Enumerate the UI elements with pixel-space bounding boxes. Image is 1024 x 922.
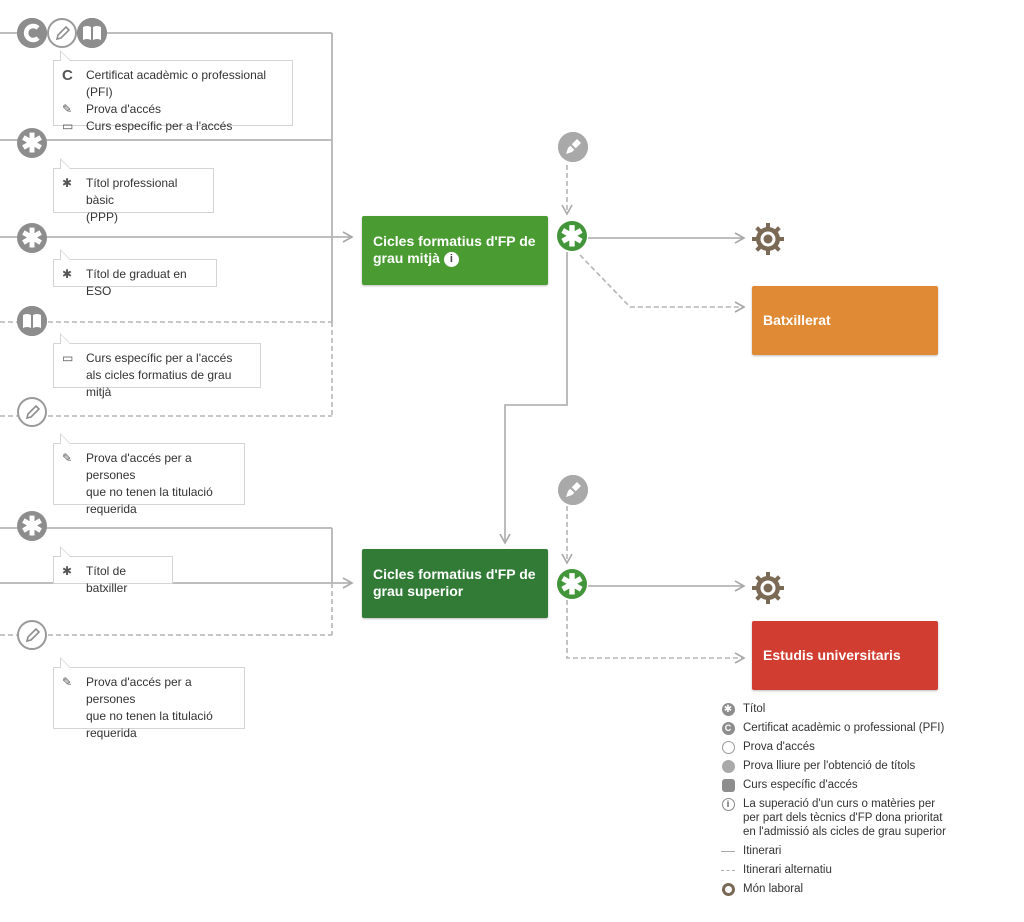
star-icon: ✱ [721,702,735,716]
free-test-icon [721,759,735,773]
node-label: Estudis universitaris [763,647,901,663]
pencil-icon [17,397,47,427]
pencil-icon [47,18,77,48]
callout-access-test-superior: ✎ Prova d'accés per a persones que no ten… [53,657,245,740]
legend-label: Món laboral [743,883,804,895]
legend-item: Itinerari alternatiu [720,863,946,877]
legend-info-text: La superació d'un curs o matèries per pe… [743,797,946,839]
legend-label: Itinerari alternatiu [743,864,832,876]
callout-text: Títol professional bàsic [86,176,178,207]
book-icon: ▭ [62,351,74,365]
callout-eso-title: ✱ Títol de graduat en ESO [53,249,217,298]
legend-item: Itinerari [720,844,946,858]
dashed-line-icon [721,869,735,871]
legend-item: C Certificat acadèmic o professional (PF… [720,721,946,735]
callout-text: Certificat acadèmic o professional (PFI) [86,68,267,99]
node-estudis-universitaris[interactable]: Estudis universitaris [752,621,938,690]
callout-text: requerida [86,726,137,740]
callout-text: (PPP) [86,210,119,224]
callout-access-options: C Certificat acadèmic o professional (PFI… [53,50,293,133]
legend-label: per part dels tècnics d'FP dona priorita… [743,812,943,824]
title-star-icon: ✱ [17,223,47,253]
node-label: Cicles formatius d'FP de [373,233,536,249]
legend-label: Prova d'accés [743,741,815,753]
callout-text: Títol de graduat en ESO [86,267,187,298]
title-star-icon: ✱ [17,511,47,541]
node-grau-superior[interactable]: Cicles formatius d'FP de grau superior [362,549,548,618]
legend-label: en l'admissió als cicles de grau superio… [743,826,946,838]
callout-text: Prova d'accés per a persones [86,675,192,706]
book-icon: ▭ [62,119,74,133]
legend-label: Prova lliure per l'obtenció de títols [743,760,916,772]
legend: ✱ Títol C Certificat acadèmic o professi… [720,702,946,901]
star-icon: ✱ [62,176,73,190]
legend-item: i La superació d'un curs o matèries per … [720,797,946,839]
callout-text: Títol de batxiller [86,564,128,595]
star-icon: ✱ [62,267,73,281]
certificate-icon [17,18,47,48]
callout-text: Prova d'accés per a persones [86,451,192,482]
info-icon: i [721,797,735,811]
pencil-icon [17,620,47,650]
pencil-icon: ✎ [62,675,73,689]
certificate-icon: C [62,67,73,84]
callout-basic-title: ✱ Títol professional bàsic (PPP) [53,158,214,224]
legend-item: Món laboral [720,882,946,896]
free-test-icon [558,475,588,505]
free-test-icon [558,132,588,162]
callout-text: als cicles formatius de grau mitjà [86,368,232,399]
pencil-icon: ✎ [62,451,73,465]
node-label: grau mitjà [373,250,440,266]
book-icon [17,306,47,336]
callout-access-course: ▭ Curs específic per a l'accés als cicles… [53,333,261,399]
legend-item: ✱ Títol [720,702,946,716]
pencil-icon: ✎ [62,102,73,116]
gear-icon [751,571,785,605]
title-star-icon: ✱ [557,221,587,252]
callout-batxiller-title: ✱ Títol de batxiller [53,546,173,595]
legend-item: Prova lliure per l'obtenció de títols [720,759,946,773]
legend-label: Títol [743,703,766,715]
node-batxillerat[interactable]: Batxillerat [752,286,938,355]
info-icon[interactable]: i [443,251,459,267]
book-icon [721,778,735,792]
callout-text: requerida [86,502,137,516]
gear-icon [721,882,735,896]
star-icon: ✱ [62,564,73,578]
pencil-icon [721,740,735,754]
callout-text: que no tenen la titulació [86,709,213,723]
legend-label: Certificat acadèmic o professional (PFI) [743,722,945,734]
title-star-icon: ✱ [557,569,587,600]
legend-item: Prova d'accés [720,740,946,754]
book-icon [77,18,107,48]
solid-line-icon [721,850,735,852]
node-label: grau superior [373,583,464,599]
legend-item: Curs específic d'accés [720,778,946,792]
callout-text: que no tenen la titulació [86,485,213,499]
callout-text: Curs específic per a l'accés [86,119,233,133]
legend-label: La superació d'un curs o matèries per [743,798,936,810]
callout-access-test: ✎ Prova d'accés per a persones que no ten… [53,433,245,516]
title-star-icon: ✱ [17,128,47,158]
node-label: Cicles formatius d'FP de [373,566,536,582]
gear-icon [751,222,785,256]
callout-text: Curs específic per a l'accés [86,351,233,365]
legend-label: Itinerari [743,845,782,857]
certificate-icon: C [721,721,735,735]
legend-label: Curs específic d'accés [743,779,858,791]
node-label: Batxillerat [763,312,831,328]
callout-text: Prova d'accés [86,102,161,116]
